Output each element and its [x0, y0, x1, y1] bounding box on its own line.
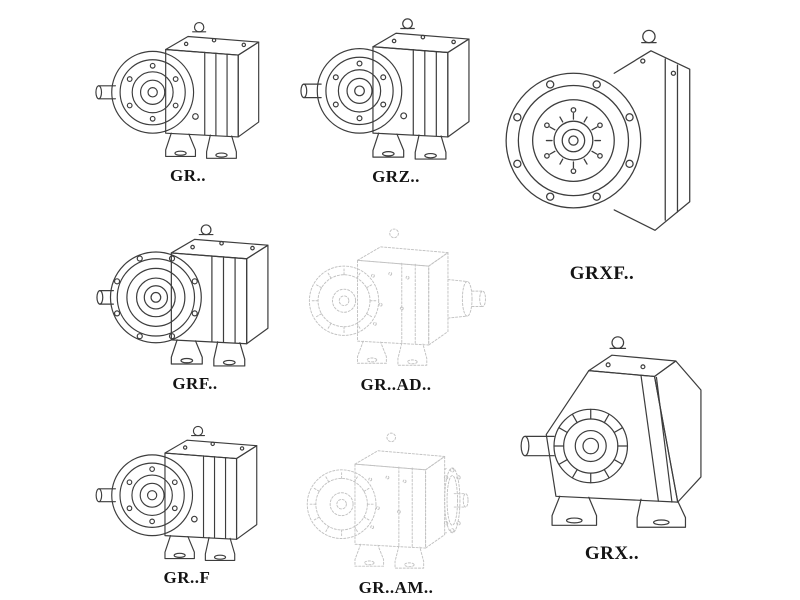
gearbox-label-gr-f: GR..F: [163, 568, 211, 587]
motor-flange-gearbox-phantom-drawing: [306, 432, 469, 569]
large-foot-gearbox-drawing: [520, 336, 702, 528]
figure-grz: GRZ..: [300, 12, 492, 187]
gearbox-label-gr: GR..: [170, 166, 206, 185]
gearbox-label-gr-am: GR..AM..: [358, 578, 434, 597]
figure-gr-am: GR..AM..: [292, 420, 500, 598]
figure-gr-f: GR..F: [95, 420, 279, 588]
gearbox-label-grx: GRX..: [584, 543, 640, 564]
foot-gearbox-drawing: [95, 425, 258, 561]
gearbox-label-grf: GRF..: [172, 374, 218, 393]
flange-foot-gearbox-drawing: [96, 224, 269, 367]
gearbox-label-gr-ad: GR..AD..: [360, 375, 432, 394]
figure-grxf: GRXF..: [500, 20, 704, 285]
adapter-gearbox-phantom-drawing: [308, 228, 486, 366]
foot-gearbox-drawing: [300, 18, 470, 160]
figure-gr-ad: GR..AD..: [294, 216, 498, 395]
foot-gearbox-drawing: [95, 21, 260, 159]
figure-grx: GRX..: [496, 330, 728, 565]
figure-grf: GRF..: [96, 216, 294, 394]
gearbox-label-grz: GRZ..: [372, 167, 420, 186]
gearbox-label-grxf: GRXF..: [569, 263, 635, 284]
flange-gearbox-drawing: [505, 29, 691, 231]
figure-gr: GR..: [95, 16, 281, 186]
